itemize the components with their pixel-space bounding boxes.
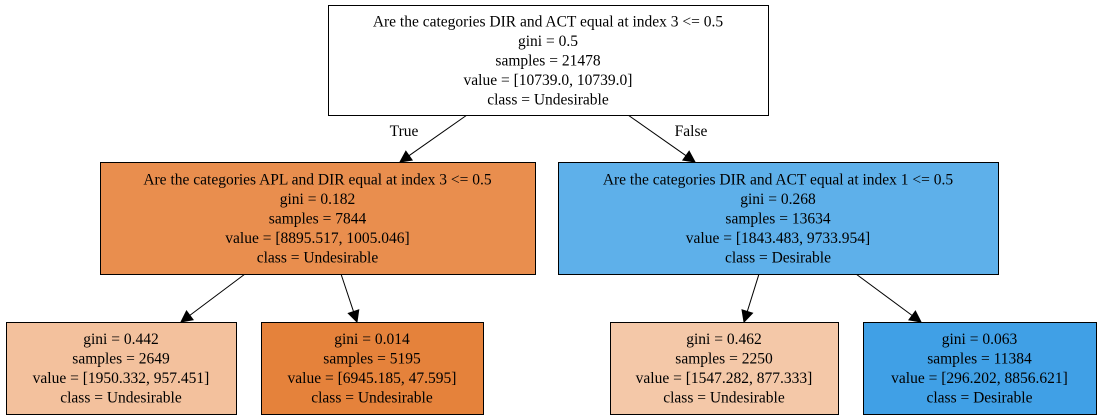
node-text-line: samples = 11384 — [927, 351, 1032, 368]
edge-right-to-right-left — [741, 273, 760, 324]
node-box — [863, 322, 1097, 415]
node-text-line: samples = 2649 — [72, 351, 170, 368]
arrowhead-icon — [741, 309, 754, 324]
node-text-line: class = Desirable — [725, 249, 831, 266]
node-text-line: class = Undesirable — [487, 91, 609, 108]
tree-node-left-right: gini = 0.014 samples = 5195 value = [6945.… — [261, 322, 484, 415]
tree-node-right-right: gini = 0.063 samples = 11384 value = [296.… — [863, 322, 1097, 415]
edge-root-to-right: False — [627, 114, 708, 163]
arrowhead-icon — [399, 150, 414, 163]
node-text-line: Are the categories DIR and ACT equal at … — [373, 13, 724, 30]
edge-right-to-right-right — [855, 273, 922, 323]
node-text-line: samples = 2250 — [675, 351, 773, 368]
arrowhead-icon — [180, 310, 194, 323]
edge-line — [627, 114, 687, 157]
node-text-line: class = Undesirable — [257, 249, 379, 266]
node-text-line: value = [1950.332, 957.451] — [33, 370, 210, 387]
arrowhead-icon — [681, 150, 696, 163]
node-text-line: gini = 0.063 — [942, 331, 1018, 348]
edge-line — [189, 273, 246, 316]
edges-layer: True False — [180, 114, 922, 324]
node-text-line: value = [6945.185, 47.595] — [288, 370, 457, 387]
node-text-line: gini = 0.182 — [280, 191, 355, 208]
node-text-line: class = Undesirable — [60, 390, 182, 407]
node-text-line: value = [10739.0, 10739.0] — [464, 72, 633, 89]
node-text-line: class = Undesirable — [663, 390, 785, 407]
tree-node-left: Are the categories APL and DIR equal at … — [100, 162, 536, 275]
node-text-line: Are the categories APL and DIR equal at … — [143, 171, 492, 188]
node-text-line: samples = 21478 — [495, 52, 600, 69]
node-text-line: gini = 0.268 — [740, 191, 816, 208]
edge-left-to-left-right — [340, 273, 360, 324]
node-text-line: gini = 0.014 — [334, 331, 410, 348]
node-text-line: class = Undesirable — [311, 390, 433, 407]
node-text-line: samples = 5195 — [323, 351, 421, 368]
node-text-line: value = [1547.282, 877.333] — [636, 370, 813, 387]
node-box — [6, 322, 237, 415]
node-text-line: gini = 0.5 — [518, 33, 578, 50]
edge-label-true: True — [390, 123, 419, 140]
edge-label-false: False — [675, 123, 708, 140]
tree-node-right-left: gini = 0.462 samples = 2250 value = [1547.… — [610, 322, 839, 415]
arrowhead-icon — [347, 309, 360, 324]
node-text-line: value = [296.202, 8856.621] — [891, 370, 1068, 387]
edge-left-to-left-left — [180, 273, 246, 323]
node-text-line: samples = 7844 — [269, 210, 367, 227]
node-box — [100, 162, 536, 275]
tree-node-root: Are the categories DIR and ACT equal at … — [328, 5, 769, 116]
node-text-line: gini = 0.462 — [686, 331, 761, 348]
edge-root-to-left: True — [390, 114, 468, 163]
tree-node-left-left: gini = 0.442 samples = 2649 value = [1950.… — [6, 322, 237, 415]
arrowhead-icon — [908, 310, 922, 323]
edge-line — [746, 273, 760, 312]
node-box — [558, 162, 999, 275]
tree-node-right: Are the categories DIR and ACT equal at … — [558, 162, 999, 275]
node-box — [261, 322, 484, 415]
node-box — [610, 322, 839, 415]
node-text-line: samples = 13634 — [725, 210, 830, 227]
node-text-line: value = [1843.483, 9733.954] — [686, 230, 870, 247]
node-box — [328, 5, 769, 116]
node-text-line: gini = 0.442 — [83, 331, 158, 348]
edge-line — [855, 273, 913, 316]
node-text-line: class = Desirable — [926, 390, 1032, 407]
node-text-line: value = [8895.517, 1005.046] — [225, 230, 409, 247]
edge-line — [408, 114, 468, 157]
node-text-line: Are the categories DIR and ACT equal at … — [603, 171, 954, 188]
nodes-layer: Are the categories DIR and ACT equal at … — [6, 5, 1097, 415]
edge-line — [340, 273, 354, 312]
